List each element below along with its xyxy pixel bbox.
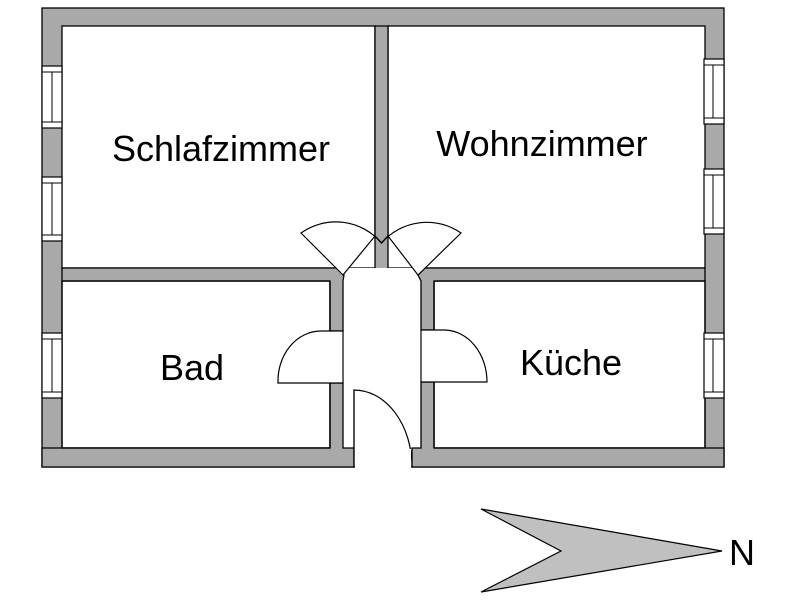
window-wohnzimmer-2: [703, 168, 725, 235]
label-wohnzimmer: Wohnzimmer: [436, 123, 647, 164]
door-entrance[interactable]: [353, 389, 413, 468]
window-schlafzimmer-1: [41, 65, 63, 129]
window-wohnzimmer-1: [703, 58, 725, 125]
label-kueche: Küche: [520, 342, 622, 383]
label-schlafzimmer: Schlafzimmer: [112, 128, 330, 169]
door-wohnzimmer[interactable]: [381, 221, 462, 276]
window-bad: [41, 332, 63, 399]
label-bad: Bad: [160, 347, 224, 388]
window-kueche: [703, 332, 725, 399]
north-label: N: [729, 532, 755, 573]
wall-center: [374, 25, 389, 244]
door-bad[interactable]: [277, 330, 344, 384]
door-kueche[interactable]: [420, 329, 488, 383]
door-schlafzimmer[interactable]: [300, 221, 382, 276]
north-arrow-icon: [480, 508, 723, 593]
window-schlafzimmer-2: [41, 176, 63, 242]
